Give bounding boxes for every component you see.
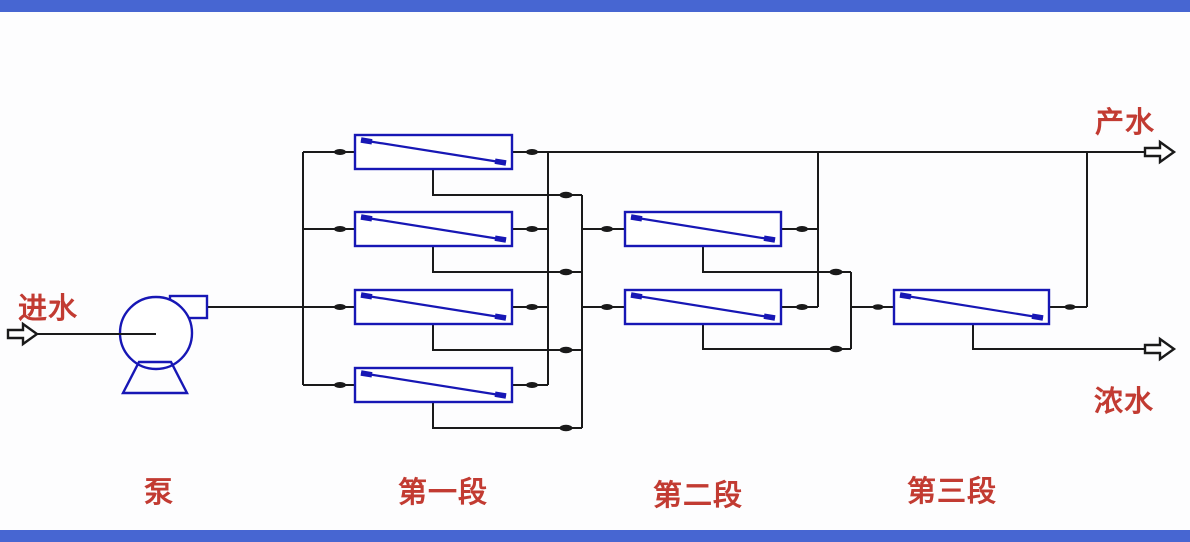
top-border-bar [0,0,1190,12]
membrane-diagonal [630,215,776,242]
stage3-vessel-1 [892,288,1051,326]
stage-three-label: 第三段 [906,476,998,508]
stage-two-label: 第二段 [652,480,744,512]
stage-one-label: 第一段 [397,477,489,509]
stage2-bottom-line-2 [702,324,851,350]
stage1-vessel-4 [353,366,514,404]
product-water-label: 产水 [1094,107,1156,139]
stage1-bottom-line-3 [432,324,582,351]
pipe-fittings [334,149,1076,432]
stage1-vessel-3 [353,288,514,326]
piping-lines [36,151,1146,429]
bottom-border-bar [0,530,1190,542]
stage1-vessel-2 [353,210,514,248]
pump-label: 泵 [143,477,175,509]
membrane-diagonal [360,215,507,242]
stage2-vessel-2 [623,288,783,326]
pump-symbol [36,294,209,395]
stage2-vessel-1 [623,210,783,248]
stage1-bottom-line-1 [432,169,582,196]
membrane-diagonal [360,371,507,398]
stage2-bottom-line-1 [702,246,851,273]
stage1-vessel-1 [353,133,514,171]
membrane-diagonal [360,293,507,320]
product-arrow-icon [1143,139,1177,165]
concentrate-outlet-pipe [972,324,1146,350]
membrane-diagonal [360,138,507,165]
pump-base [121,360,189,395]
membrane-diagonal [899,293,1044,320]
concentrate-arrow-icon [1143,336,1177,362]
feed-arrow-icon [6,321,40,347]
stage1-bottom-line-4 [432,402,582,429]
membrane-diagonal [630,293,776,320]
concentrate-water-label: 浓水 [1093,386,1155,418]
stage1-bottom-line-2 [432,246,582,273]
feed-water-label: 进水 [17,293,79,325]
